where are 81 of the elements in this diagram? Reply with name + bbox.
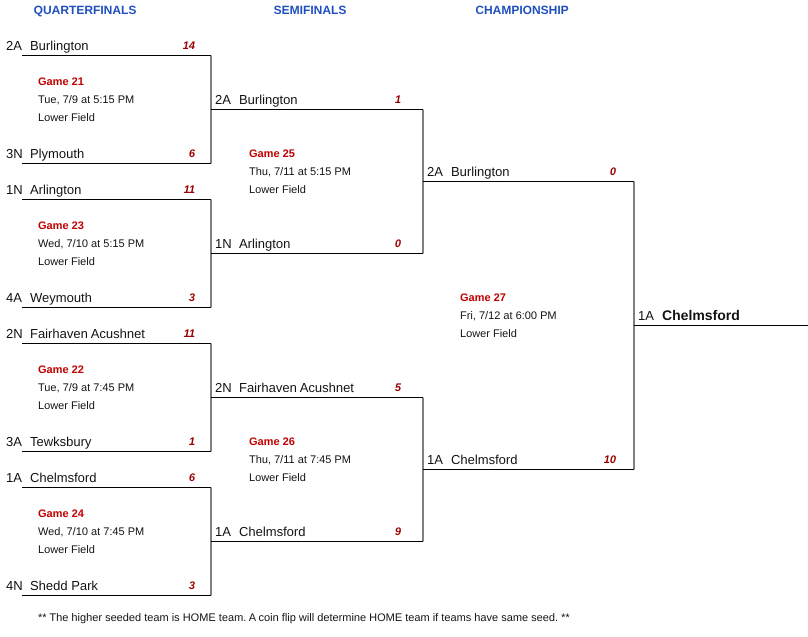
- seed-label: 2N: [6, 326, 23, 341]
- team-name: Plymouth: [30, 146, 84, 161]
- bracket-line: [422, 469, 424, 542]
- team-name: Chelmsford: [30, 470, 96, 485]
- seed-label: 1N: [6, 182, 23, 197]
- round-heading: SEMIFINALS: [274, 3, 346, 17]
- seed-label: 4A: [6, 290, 22, 305]
- game-venue: Lower Field: [249, 472, 306, 484]
- team-name: Weymouth: [30, 290, 92, 305]
- team-name: Fairhaven Acushnet: [30, 326, 145, 341]
- team-name: Burlington: [239, 92, 298, 107]
- seed-label: 2N: [215, 380, 232, 395]
- game-venue: Lower Field: [38, 256, 95, 268]
- footnote: ** The higher seeded team is HOME team. A coin flip will determine HOME team if teams have same seed. **: [38, 612, 570, 624]
- score: 14: [182, 39, 195, 53]
- bracket-line: [210, 253, 212, 308]
- bracket-line: [210, 487, 212, 542]
- game-number: Game 25: [249, 148, 295, 160]
- team-name: Burlington: [30, 38, 89, 53]
- game-time: Tue, 7/9 at 5:15 PM: [38, 94, 134, 106]
- score: 3: [188, 291, 195, 305]
- score: 1: [394, 93, 401, 107]
- seed-label: 3A: [6, 434, 22, 449]
- game-number: Game 21: [38, 76, 84, 88]
- bracket-line: [210, 199, 212, 254]
- score: 1: [188, 435, 195, 449]
- score: 3: [188, 579, 195, 593]
- team-name: Arlington: [30, 182, 82, 197]
- seed-label: 1A: [638, 308, 654, 323]
- seed-label: 2A: [6, 38, 22, 53]
- game-venue: Lower Field: [249, 184, 306, 196]
- game-time: Fri, 7/12 at 6:00 PM: [460, 310, 557, 322]
- game-time: Tue, 7/9 at 7:45 PM: [38, 382, 134, 394]
- game-venue: Lower Field: [38, 400, 95, 412]
- game-venue: Lower Field: [38, 112, 95, 124]
- score: 11: [184, 327, 195, 341]
- seed-label: 3N: [6, 146, 23, 161]
- seed-label: 1N: [215, 236, 232, 251]
- game-venue: Lower Field: [38, 544, 95, 556]
- game-time: Thu, 7/11 at 7:45 PM: [249, 454, 351, 466]
- team-name: Shedd Park: [30, 578, 98, 593]
- seed-label: 1A: [215, 524, 231, 539]
- bracket-line: [210, 541, 212, 596]
- game-number: Game 22: [38, 364, 84, 376]
- score: 11: [184, 183, 195, 197]
- game-number: Game 24: [38, 508, 84, 520]
- bracket-line: [422, 181, 424, 254]
- seed-label: 1A: [427, 452, 443, 467]
- game-time: Thu, 7/11 at 5:15 PM: [249, 166, 351, 178]
- seed-label: 1A: [6, 470, 22, 485]
- game-number: Game 27: [460, 292, 506, 304]
- game-number: Game 23: [38, 220, 84, 232]
- bracket-line: [210, 343, 212, 398]
- seed-label: 4N: [6, 578, 23, 593]
- game-venue: Lower Field: [460, 328, 517, 340]
- score: 6: [188, 471, 195, 485]
- round-heading: CHAMPIONSHIP: [475, 3, 569, 17]
- score: 5: [394, 381, 401, 395]
- score: 0: [610, 165, 616, 179]
- score: 0: [394, 237, 401, 251]
- score: 10: [604, 453, 616, 467]
- team-name: Chelmsford: [451, 452, 518, 467]
- game-time: Wed, 7/10 at 5:15 PM: [38, 238, 144, 250]
- game-time: Wed, 7/10 at 7:45 PM: [38, 526, 144, 538]
- bracket-line: [210, 55, 212, 110]
- bracket-line: [210, 109, 212, 164]
- score: 6: [188, 147, 195, 161]
- seed-label: 2A: [215, 92, 231, 107]
- bracket-line: [210, 397, 212, 452]
- bracket-line: [422, 397, 424, 470]
- score: 9: [394, 525, 401, 539]
- team-name: Fairhaven Acushnet: [239, 380, 354, 395]
- team-name: Chelmsford: [662, 308, 740, 323]
- team-name: Arlington: [239, 236, 290, 251]
- team-name: Burlington: [451, 164, 510, 179]
- round-heading: QUARTERFINALS: [34, 3, 136, 17]
- seed-label: 2A: [427, 164, 443, 179]
- team-name: Chelmsford: [239, 524, 306, 539]
- team-name: Tewksbury: [30, 434, 92, 449]
- bracket-line: [422, 109, 424, 182]
- game-number: Game 26: [249, 436, 295, 448]
